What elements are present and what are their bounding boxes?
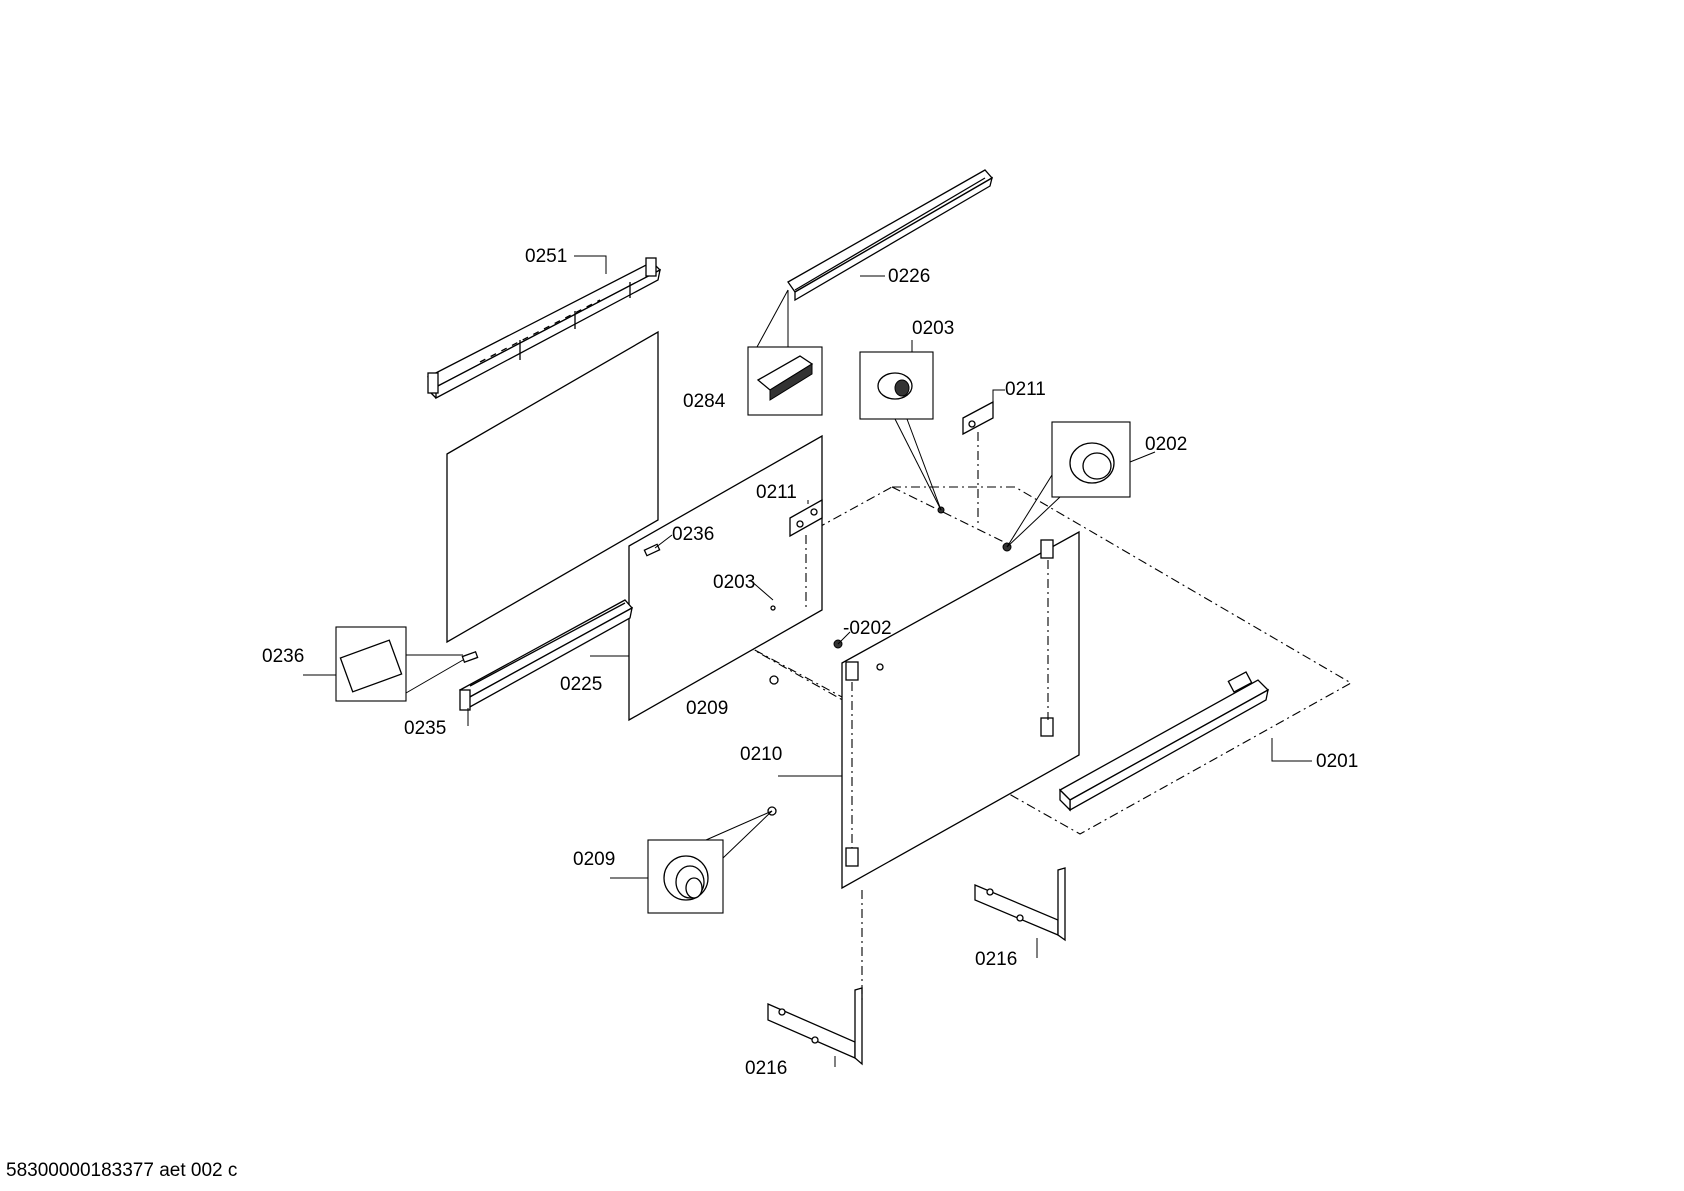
hinge-0216-right <box>974 867 1066 942</box>
label-0236-left: 0236 <box>262 646 304 667</box>
label-0216-bottom: 0216 <box>745 1058 787 1079</box>
callout-box-0284 <box>747 289 823 416</box>
leader-lines <box>303 255 1312 1067</box>
frame-outline-0201 <box>737 486 1353 835</box>
bracket-0211-mid <box>789 498 823 610</box>
label-0225: 0225 <box>560 674 602 695</box>
label-0202-top: 0202 <box>1145 434 1187 455</box>
label-0202-mid: -0202 <box>843 618 892 639</box>
callout-box-0236-left <box>335 626 464 702</box>
label-0226: 0226 <box>888 266 930 287</box>
label-0203-top: 0203 <box>912 318 954 339</box>
label-0284: 0284 <box>683 391 726 412</box>
label-0211-mid: 0211 <box>756 482 797 503</box>
clip-0236-small <box>461 650 479 664</box>
door-panel-0210 <box>841 530 1080 890</box>
callout-box-0203-top <box>859 351 942 511</box>
glass-panel-outer <box>446 330 659 644</box>
bottom-strip-0235 <box>458 599 634 711</box>
label-0209-mid: 0209 <box>686 698 728 719</box>
top-rail-0251 <box>426 257 662 400</box>
seal-strip-0226 <box>787 169 994 302</box>
handle-0201 <box>1058 671 1270 812</box>
label-0209-low: 0209 <box>573 849 615 870</box>
callout-box-0209-low <box>647 810 773 914</box>
callout-box-0202-top <box>1006 421 1131 548</box>
inner-panel-0209 <box>628 434 823 722</box>
hinge-0216-bottom <box>767 987 863 1066</box>
label-0236-mid: 0236 <box>672 524 714 545</box>
label-0201: 0201 <box>1316 751 1358 772</box>
label-0203-mid: 0203 <box>713 572 755 593</box>
bracket-0211-top <box>962 400 994 525</box>
label-0210: 0210 <box>740 744 782 765</box>
label-0211-top: 0211 <box>1005 379 1046 400</box>
label-0235: 0235 <box>404 718 446 739</box>
label-0216-right: 0216 <box>975 949 1017 970</box>
document-code: 58300000183377 aet 002 c <box>6 1160 237 1181</box>
label-0251: 0251 <box>525 246 567 267</box>
